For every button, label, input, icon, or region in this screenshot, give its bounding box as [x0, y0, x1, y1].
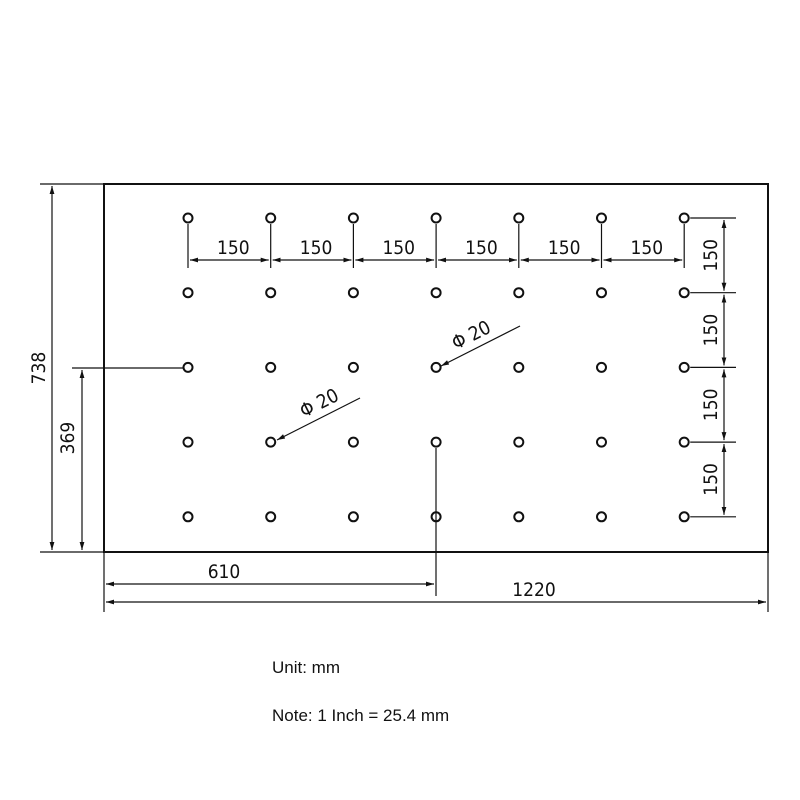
- pitch-label: 150: [700, 314, 722, 347]
- hole: [513, 287, 525, 299]
- hole: [513, 436, 525, 448]
- hole: [347, 212, 359, 224]
- unit-note: Unit: mm: [272, 658, 340, 677]
- hole: [347, 361, 359, 373]
- half-height-dimension: 369: [57, 367, 184, 550]
- hole: [430, 212, 442, 224]
- hole: [430, 287, 442, 299]
- hole: [182, 212, 194, 224]
- hole: [513, 361, 525, 373]
- hole: [596, 361, 607, 373]
- hole: [265, 436, 277, 448]
- hole: [596, 511, 607, 523]
- overall-height-label: 738: [28, 352, 50, 385]
- hole: [678, 511, 690, 523]
- hole: [347, 436, 359, 448]
- hole: [265, 361, 277, 373]
- hole: [265, 287, 277, 299]
- hole: [265, 511, 277, 523]
- hole-diameter-label-2: Φ 20: [296, 384, 342, 422]
- hole: [513, 212, 525, 224]
- hole-grid: [182, 212, 690, 523]
- hole: [430, 436, 442, 448]
- hole: [347, 287, 359, 299]
- overall-width-label: 1220: [512, 579, 556, 601]
- pitch-label: 150: [700, 239, 722, 272]
- hole: [513, 511, 525, 523]
- hole: [182, 511, 194, 523]
- pitch-label: 150: [217, 237, 250, 259]
- hole: [430, 361, 442, 373]
- pitch-label: 150: [700, 388, 722, 421]
- conversion-note: Note: 1 Inch = 25.4 mm: [272, 706, 450, 725]
- pitch-label: 150: [631, 237, 664, 259]
- half-height-label: 369: [57, 422, 79, 455]
- horizontal-pitch-dimensions: 150 150 150 150 150 150: [187, 224, 685, 268]
- hole: [182, 361, 194, 373]
- pitch-label: 150: [548, 237, 581, 259]
- hole: [265, 212, 277, 224]
- hole-diameter-label-1: Φ 20: [448, 316, 494, 354]
- hole-diameter-leader-1: Φ 20: [440, 316, 521, 367]
- vertical-pitch-dimensions: 150 150 150 150: [690, 217, 736, 518]
- pitch-label: 150: [300, 237, 333, 259]
- pitch-label: 150: [700, 463, 722, 496]
- hole: [596, 212, 607, 224]
- hole: [182, 436, 194, 448]
- hole: [596, 287, 607, 299]
- hole-diameter-leader-2: Φ 20: [276, 384, 361, 441]
- half-width-dimension: 610: [103, 448, 437, 612]
- hole: [678, 436, 690, 448]
- hole: [678, 287, 690, 299]
- pitch-label: 150: [465, 237, 498, 259]
- hole: [347, 511, 359, 523]
- pitch-label: 150: [382, 237, 415, 259]
- overall-width-dimension: 1220: [106, 552, 769, 612]
- overall-height-dimension: 738: [28, 183, 104, 553]
- hole: [596, 436, 607, 448]
- hole: [678, 212, 690, 224]
- hole: [182, 287, 194, 299]
- half-width-label: 610: [208, 561, 241, 583]
- hole: [678, 361, 690, 373]
